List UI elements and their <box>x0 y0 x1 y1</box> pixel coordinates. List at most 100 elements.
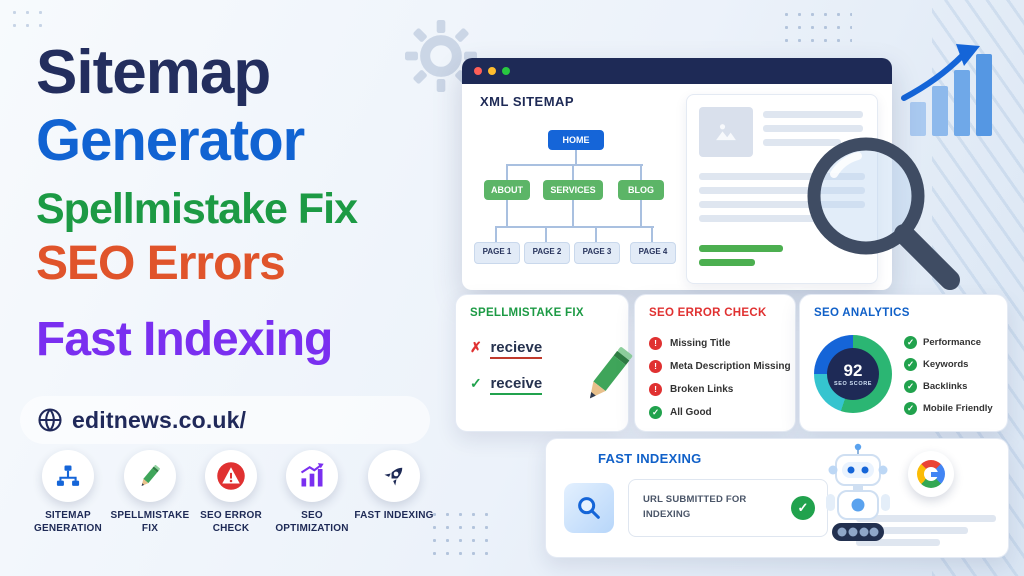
text-line <box>699 173 865 180</box>
all-good-item: ✓ All Good <box>649 402 712 422</box>
analytics-legend: ✓ Performance ✓ Keywords ✓ Backlinks ✓ M… <box>904 331 993 419</box>
feature-label: SPELLMISTAKE FIX <box>110 510 190 534</box>
dot-grid-decor <box>780 8 852 48</box>
headline-seo-errors: SEO Errors <box>36 237 286 290</box>
tree-connector <box>506 200 508 226</box>
check-icon: ✓ <box>470 375 482 391</box>
sitemap-node-page1: PAGE 1 <box>474 242 520 264</box>
seo-error-card: SEO ERROR CHECK ! Missing Title ! Meta D… <box>634 294 796 432</box>
error-item: ! Broken Links <box>649 379 733 399</box>
tree-connector <box>506 164 508 180</box>
seo-score-label: SEO SCORE <box>833 380 873 387</box>
tree-connector <box>495 226 497 242</box>
image-placeholder-icon <box>699 107 753 157</box>
url-band <box>20 396 430 444</box>
correct-word: receive <box>490 375 543 395</box>
check-icon: ✓ <box>904 357 917 371</box>
legend-item: ✓ Keywords <box>904 353 993 375</box>
feature-seo-error-check: SEO ERROR CHECK <box>189 450 273 535</box>
gear-icon <box>405 20 477 97</box>
fast-indexing-card-title: FAST INDEXING <box>598 451 702 466</box>
text-line <box>856 539 940 546</box>
feature-label: FAST INDEXING <box>354 510 434 521</box>
feature-seo-optimization: SEO OPTIMIZATION <box>270 450 354 535</box>
tree-connector <box>640 164 642 180</box>
tree-connector <box>595 226 597 242</box>
seo-analytics-card-title: SEO ANALYTICS <box>814 307 910 319</box>
tree-connector <box>651 226 653 242</box>
legend-item: ✓ Mobile Friendly <box>904 397 993 419</box>
text-line <box>856 527 968 534</box>
browser-titlebar <box>462 58 892 84</box>
tree-connector <box>572 200 574 226</box>
rocket-icon <box>368 450 420 502</box>
tree-connector <box>545 226 547 242</box>
tree-connector <box>496 226 654 228</box>
feature-label: SEO OPTIMIZATION <box>275 510 349 534</box>
check-icon: ✓ <box>791 496 815 520</box>
sitemap-node-page3: PAGE 3 <box>574 242 620 264</box>
correct-word-row: ✓ receive <box>470 375 543 395</box>
robot-illustration <box>808 441 908 558</box>
tree-connector <box>575 150 577 164</box>
error-icon: ! <box>649 336 662 350</box>
headline-fast-indexing: Fast Indexing <box>36 313 333 366</box>
error-label: Meta Description Missing <box>670 360 791 372</box>
magnifier-icon <box>800 130 960 295</box>
legend-item: ✓ Performance <box>904 331 993 353</box>
check-icon: ✓ <box>904 401 917 415</box>
window-minimize-dot <box>488 67 496 75</box>
text-line <box>763 139 841 146</box>
legend-label: Backlinks <box>923 380 968 392</box>
spellfix-card: SPELLMISTAKE FIX ✗ recieve ✓ receive <box>455 294 633 432</box>
error-icon: ! <box>649 359 662 373</box>
dot-grid-decor <box>8 6 44 36</box>
window-close-dot <box>474 67 482 75</box>
error-label: Broken Links <box>670 383 734 395</box>
feature-fast-indexing: FAST INDEXING <box>352 450 436 523</box>
browser-window: XML SITEMAP HOME ABOUT SERVICES BLOG PAG… <box>462 58 892 290</box>
feature-spellmistake-fix: SPELLMISTAKE FIX <box>108 450 192 535</box>
all-good-label: All Good <box>670 406 712 418</box>
check-icon: ✓ <box>649 405 662 419</box>
error-label: Missing Title <box>670 337 731 349</box>
seo-score-center: 92 SEO SCORE <box>827 348 879 400</box>
window-maximize-dot <box>502 67 510 75</box>
dot-grid-decor <box>428 508 488 564</box>
pencil-icon <box>124 450 176 502</box>
tree-connector <box>572 164 574 180</box>
url-submitted-box: URL SUBMITTED FOR INDEXING ✓ <box>628 479 828 537</box>
spellfix-card-title: SPELLMISTAKE FIX <box>470 307 584 319</box>
google-g-bar <box>931 471 944 477</box>
highlight-line <box>699 245 783 252</box>
cross-icon: ✗ <box>470 339 482 355</box>
sitemap-node-services: SERVICES <box>543 180 603 200</box>
headline-sitemap: Sitemap <box>36 38 271 107</box>
sitemap-node-home: HOME <box>548 130 604 150</box>
text-line <box>856 515 996 522</box>
globe-icon <box>36 406 64 439</box>
tree-connector <box>640 200 642 226</box>
highlight-line <box>699 259 755 266</box>
headline-spellmistake-fix: Spellmistake Fix <box>36 185 358 233</box>
feature-sitemap-generation: SITEMAP GENERATION <box>26 450 110 535</box>
sitemap-node-about: ABOUT <box>484 180 530 200</box>
sitemap-node-blog: BLOG <box>618 180 664 200</box>
text-line <box>699 215 819 222</box>
text-line <box>699 201 865 208</box>
wrong-word: recieve <box>490 339 543 359</box>
search-icon <box>564 483 614 533</box>
site-url: editnews.co.uk/ <box>72 407 247 433</box>
tree-connector <box>507 164 643 166</box>
seo-error-card-title: SEO ERROR CHECK <box>649 307 767 319</box>
fast-indexing-card: FAST INDEXING URL SUBMITTED FOR INDEXING… <box>545 438 1009 558</box>
error-item: ! Missing Title <box>649 333 730 353</box>
legend-label: Performance <box>923 336 982 348</box>
pencil-icon <box>589 343 633 410</box>
check-icon: ✓ <box>904 335 917 349</box>
seo-score-donut: 92 SEO SCORE <box>814 335 892 413</box>
google-logo <box>908 451 954 497</box>
sitemap-icon <box>42 450 94 502</box>
legend-item: ✓ Backlinks <box>904 375 993 397</box>
